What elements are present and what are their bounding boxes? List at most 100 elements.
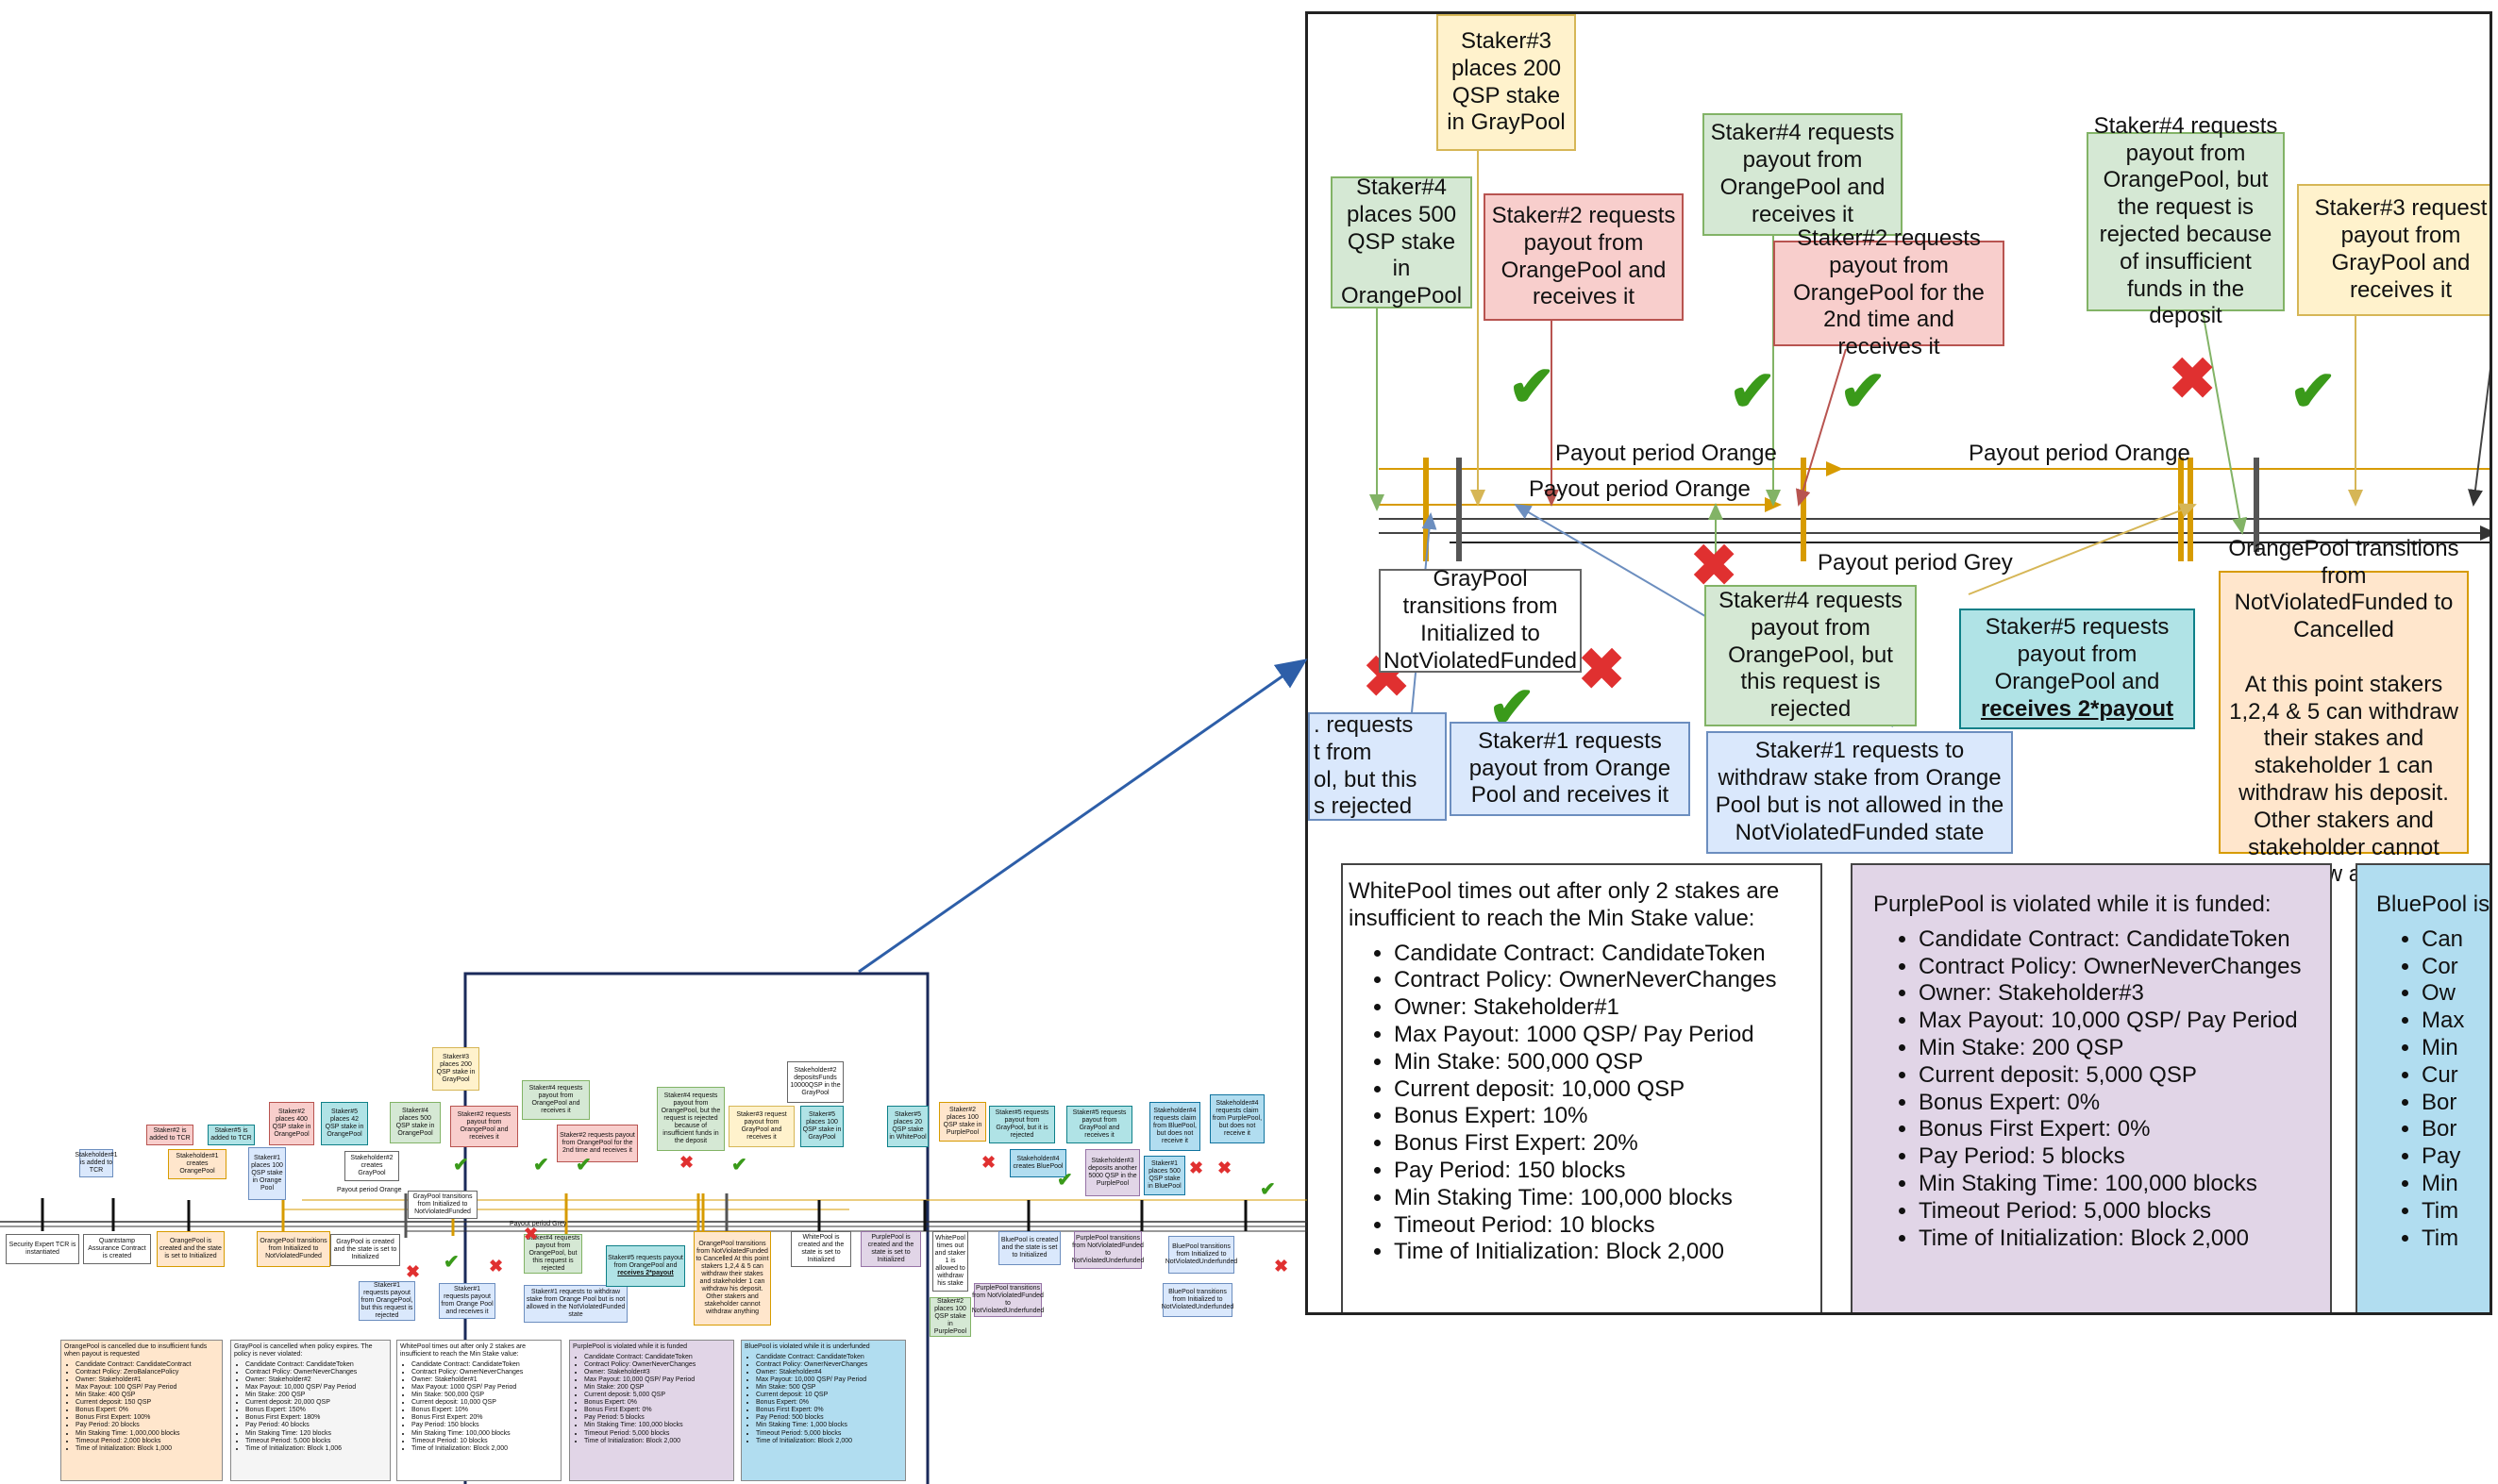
blue-panel-list: CanCor OwMax MinCur BorBor PayMin TimTim bbox=[2376, 926, 2490, 1253]
zoom-staker2-payout2-box: Staker#2 requests payout from OrangePool… bbox=[1773, 225, 2004, 359]
zoom-staker5-payout-box: Staker#5 requests payout from OrangePool… bbox=[1959, 609, 2195, 729]
mini-staker5-tcr: Staker#5 is added to TCR bbox=[208, 1125, 255, 1145]
zoom-staker1-withdraw-box: Staker#1 requests to withdraw stake from… bbox=[1706, 731, 2013, 854]
mini-staker3-gray: Staker#3 request payout from GrayPool an… bbox=[729, 1106, 795, 1147]
mini-staker5-white: Staker#5 places 20 QSP stake in WhitePoo… bbox=[887, 1106, 929, 1147]
check-icon: ✔ bbox=[2289, 359, 2338, 423]
mini-blue-panel: BluePool is violated while it is underfu… bbox=[741, 1340, 906, 1481]
zoom-payout-orange-1: Payout period Orange bbox=[1555, 441, 1777, 466]
mini-staker1-places: Staker#1 places 100 QSP stake in Orange … bbox=[248, 1147, 286, 1200]
cross-icon: ✖ bbox=[1274, 1257, 1289, 1276]
zoom-staker4-rejected-funds-box: Staker#4 requests payout from OrangePool… bbox=[2087, 113, 2285, 328]
cross-icon: ✖ bbox=[2169, 347, 2217, 410]
mini-staker5-gray: Staker#5 places 100 QSP stake in GrayPoo… bbox=[800, 1106, 844, 1147]
check-icon: ✔ bbox=[1260, 1179, 1276, 1200]
cross-icon: ✖ bbox=[524, 1225, 539, 1243]
cross-icon: ✖ bbox=[981, 1153, 997, 1172]
mini-payout-grey: Payout period Grey bbox=[510, 1221, 567, 1227]
zoom-partial-rejected-box: . requests t from ol, but this s rejecte… bbox=[1308, 712, 1447, 821]
mini-staker2-payout2: Staker#2 requests payout from OrangePool… bbox=[557, 1125, 638, 1162]
mini-orange-cancel: OrangePool transitions from NotViolatedF… bbox=[694, 1231, 771, 1326]
mini-staker5-2x: Staker#5 requests payout from OrangePool… bbox=[606, 1245, 685, 1287]
cross-icon: ✖ bbox=[1189, 1159, 1204, 1177]
zoom-blue-panel: BluePool is CanCor OwMax MinCur BorBor P… bbox=[2355, 863, 2490, 1312]
mini-gray-transition: GrayPool transitions from Initialized to… bbox=[408, 1191, 478, 1219]
check-icon: ✔ bbox=[576, 1155, 592, 1176]
mini-staker2-purple: Staker#2 places 100 QSP stake in PurpleP… bbox=[930, 1297, 971, 1337]
mini-stakeholder2-deposit: Stakeholder#2 depositsFunds 10000QSP in … bbox=[787, 1061, 844, 1103]
zoom-staker4-rejected-box: Staker#4 requests payout from OrangePool… bbox=[1704, 585, 1917, 726]
mini-white-times-out: WhitePool times out and staker 1 is allo… bbox=[932, 1231, 968, 1292]
mini-purple-violated: PurplePool transitions from NotViolatedF… bbox=[1072, 1231, 1144, 1269]
mini-white-created: WhitePool is created and the state is se… bbox=[791, 1231, 851, 1267]
check-icon: ✔ bbox=[453, 1155, 469, 1176]
mini-staker2-places: Staker#2 places 400 QSP stake in OrangeP… bbox=[269, 1102, 314, 1145]
mini-blue-transition: BluePool transitions from Initialized to… bbox=[1165, 1236, 1237, 1274]
mini-purple-violated-2: PurplePool transitions from NotViolatedF… bbox=[972, 1283, 1044, 1317]
purple-panel-list: Candidate Contract: CandidateTokenContra… bbox=[1873, 926, 2322, 1253]
check-icon: ✔ bbox=[731, 1155, 747, 1176]
mini-stakeholder2-gray: Stakeholder#2 creates GrayPool bbox=[344, 1151, 399, 1181]
mini-purple-created: PurplePool is created and the state is s… bbox=[861, 1231, 921, 1267]
mini-orange-created: OrangePool is created and the state is s… bbox=[157, 1231, 225, 1267]
mini-staker4-payout: Staker#4 requests payout from OrangePool… bbox=[522, 1080, 590, 1120]
zoom-white-panel: WhitePool times out after only 2 stakes … bbox=[1341, 863, 1822, 1312]
mini-stakeholder1-tcr: Stakeholder#1 is added to TCR bbox=[75, 1149, 118, 1177]
mini-white-panel: WhitePool times out after only 2 stakes … bbox=[396, 1340, 562, 1481]
check-icon: ✔ bbox=[1057, 1170, 1073, 1191]
mini-staker4-funds: Staker#4 requests payout from OrangePool… bbox=[657, 1087, 725, 1151]
mini-payout-orange: Payout period Orange bbox=[337, 1187, 402, 1193]
mini-staker4-places: Staker#4 places 500 QSP stake in OrangeP… bbox=[390, 1102, 441, 1143]
mini-staker1-rejected: Staker#1 requests payout from OrangePool… bbox=[359, 1281, 415, 1321]
mini-stakeholder4-claim2: Stakeholder#4 requests claim from Purple… bbox=[1210, 1094, 1265, 1143]
zoom-purple-panel: PurplePool is violated while it is funde… bbox=[1851, 863, 2332, 1312]
zoom-staker2-payout-box: Staker#2 requests payout from OrangePool… bbox=[1484, 193, 1684, 321]
white-panel-list: Candidate Contract: CandidateTokenContra… bbox=[1349, 941, 1813, 1267]
check-icon: ✔ bbox=[533, 1155, 549, 1176]
mini-blue-created: BluePool is created and the state is set… bbox=[998, 1231, 1061, 1265]
check-icon: ✔ bbox=[444, 1252, 460, 1273]
cross-icon: ✖ bbox=[1578, 638, 1626, 701]
cross-icon: ✖ bbox=[489, 1257, 504, 1276]
mini-staker-box-orange: Staker#2 places 100 QSP stake in PurpleP… bbox=[939, 1102, 986, 1142]
mini-stakeholder3-deposit: Stakeholder#3 deposits another 5000 QSP … bbox=[1085, 1149, 1140, 1196]
mini-staker5-payout-gray2: Staker#5 requests payout from GrayPool a… bbox=[1066, 1106, 1132, 1143]
mini-staker5-payout-gray: Staker#5 requests payout from GrayPool, … bbox=[989, 1106, 1055, 1143]
mini-staker1-blue: Staker#1 places 500 QSP stake in BluePoo… bbox=[1144, 1156, 1185, 1195]
zoom-staker4-places-box: Staker#4 places 500 QSP stake in OrangeP… bbox=[1331, 175, 1472, 308]
cross-icon: ✖ bbox=[406, 1262, 421, 1281]
mini-staker1-withdraw: Staker#1 requests to withdraw stake from… bbox=[524, 1285, 628, 1323]
mini-stakeholder4-blue: Stakeholder#4 creates BluePool bbox=[1010, 1149, 1066, 1177]
mini-orange-panel: OrangePool is cancelled due to insuffici… bbox=[60, 1340, 223, 1481]
mini-staker2-payout: Staker#2 requests payout from OrangePool… bbox=[450, 1106, 518, 1147]
mini-staker5-places: Staker#5 places 42 QSP stake in OrangePo… bbox=[321, 1102, 368, 1145]
zoom-staker3-places-box: Staker#3 places 200 QSP stake in GrayPoo… bbox=[1436, 14, 1576, 151]
zoom-frame: Staker#3 places 200 QSP stake in GrayPoo… bbox=[1305, 11, 2492, 1315]
mini-blue-transition-2: BluePool transitions from Initialized to… bbox=[1162, 1283, 1233, 1317]
zoom-staker3-gray-box: Staker#3 request payout from GrayPool an… bbox=[2297, 184, 2490, 316]
check-icon: ✔ bbox=[1729, 359, 1777, 423]
cross-icon: ✖ bbox=[1217, 1159, 1232, 1177]
mini-staker4-rejected: Staker#4 requests payout from OrangePool… bbox=[524, 1234, 582, 1274]
mini-purple-panel: PurplePool is violated while it is funde… bbox=[569, 1340, 734, 1481]
mini-security-expert: Security Expert TCR is instantiated bbox=[6, 1234, 79, 1264]
check-icon: ✔ bbox=[1839, 359, 1887, 423]
zoom-payout-orange-2: Payout period Orange bbox=[1529, 476, 1751, 502]
mini-staker3-places: Staker#3 places 200 QSP stake in GrayPoo… bbox=[432, 1047, 479, 1091]
zoom-payout-orange-3: Payout period Orange bbox=[1969, 441, 2190, 466]
mini-gray-panel: GrayPool is cancelled when policy expire… bbox=[230, 1340, 391, 1481]
check-icon: ✔ bbox=[1508, 355, 1556, 418]
mini-stakeholder4-claim: Stakeholder#4 requests claim from BluePo… bbox=[1149, 1102, 1200, 1151]
zoom-staker4-payout-box: Staker#4 requests payout from OrangePool… bbox=[1702, 113, 1903, 236]
mini-stakeholder1-orange: Stakeholder#1 creates OrangePool bbox=[168, 1149, 226, 1179]
mini-quantstamp: Quantstamp Assurance Contract is created bbox=[83, 1234, 151, 1264]
mini-staker2-tcr: Staker#2 is added to TCR bbox=[146, 1125, 193, 1145]
mini-orange-transition: OrangePool transitions from Initialized … bbox=[257, 1231, 330, 1267]
cross-icon: ✖ bbox=[679, 1153, 695, 1172]
zoom-staker1-payout-box: Staker#1 requests payout from Orange Poo… bbox=[1450, 722, 1690, 816]
mini-staker1-receives: Staker#1 requests payout from Orange Poo… bbox=[439, 1283, 495, 1319]
mini-gray-created: GrayPool is created and the state is set… bbox=[330, 1234, 400, 1266]
zoom-graypool-transition-box: GrayPool transitions from Initialized to… bbox=[1379, 566, 1582, 674]
zoom-payout-grey: Payout period Grey bbox=[1818, 550, 2013, 575]
